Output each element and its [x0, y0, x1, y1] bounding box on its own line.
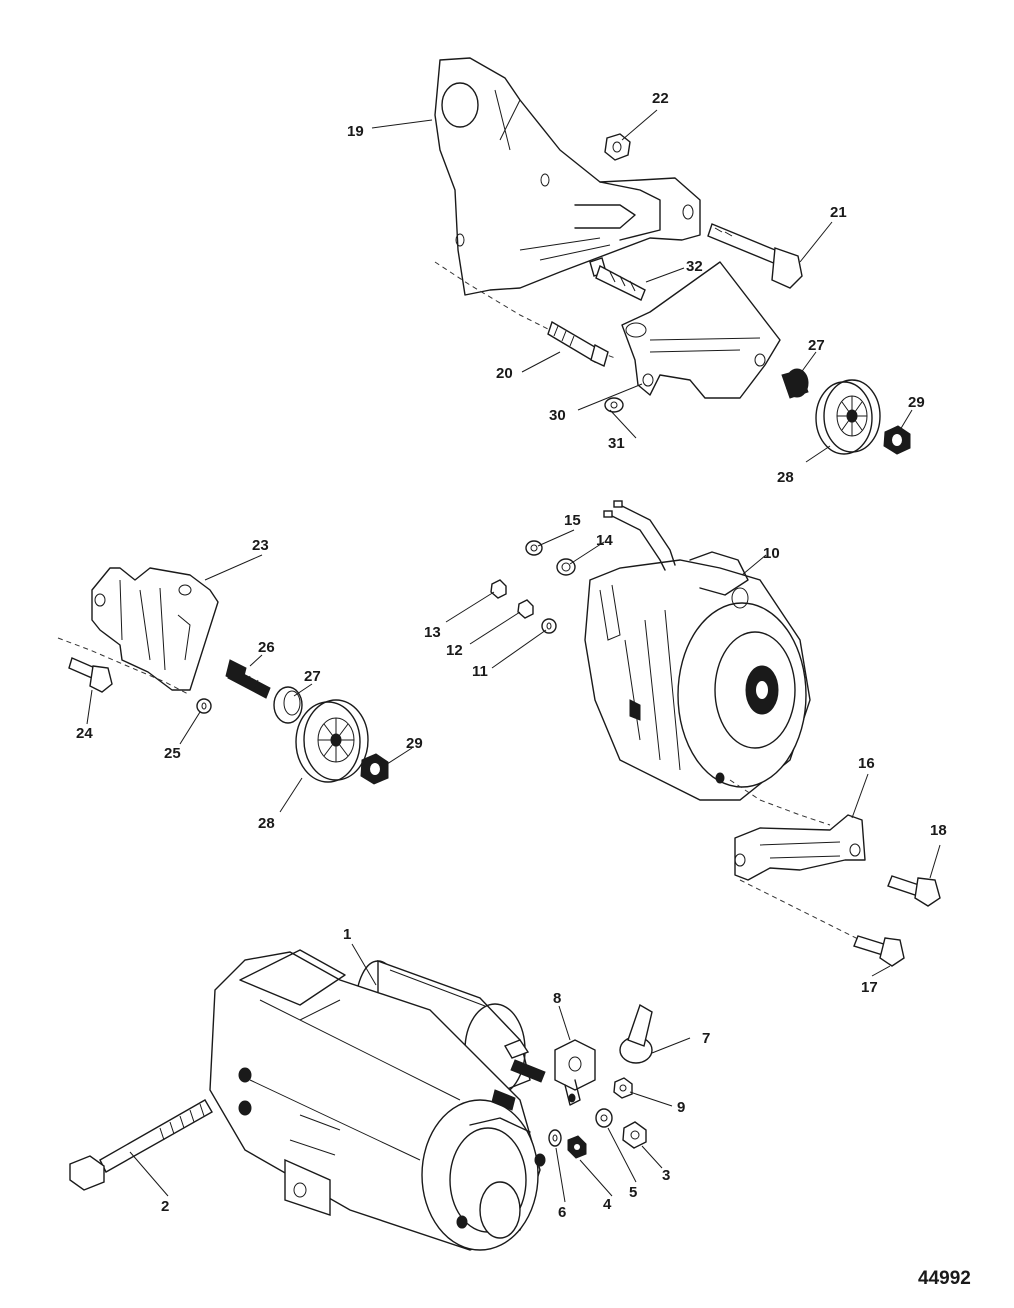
callout-29-lower: 29: [406, 735, 423, 752]
nut-4: [567, 1135, 587, 1159]
callout-10: 10: [763, 545, 780, 562]
bolt-17: [853, 935, 905, 967]
callout-25: 25: [164, 745, 181, 762]
terminal-block-8: [554, 1039, 596, 1106]
callout-9: 9: [677, 1099, 686, 1116]
spacer-27-upper: [781, 368, 809, 399]
callout-17: 17: [861, 979, 878, 996]
idler-pulley-28-lower: [295, 699, 369, 783]
callout-5: 5: [629, 1184, 638, 1201]
callout-11: 11: [472, 663, 488, 680]
alternator-brace-16: [734, 814, 866, 881]
nut-9: [613, 1077, 633, 1099]
stud-26: [225, 659, 271, 699]
nut-29-lower: [360, 753, 389, 785]
callout-29-upper: 29: [908, 394, 925, 411]
terminal-boot-7: [619, 1003, 691, 1064]
washer-31: [604, 397, 624, 413]
nut-29-upper: [883, 425, 911, 455]
callout-28-upper: 28: [777, 469, 794, 486]
callout-12: 12: [446, 642, 463, 659]
callout-16: 16: [858, 755, 875, 772]
callout-27-lower: 27: [304, 668, 321, 685]
assembly-line: [434, 261, 616, 359]
reference-number: 44992: [918, 1268, 971, 1289]
assembly-line: [739, 879, 861, 941]
idler-bracket-23: [91, 567, 219, 691]
callout-28-lower: 28: [258, 815, 275, 832]
bolt-18: [887, 875, 941, 907]
callout-27-upper: 27: [808, 337, 825, 354]
nut-12: [517, 599, 534, 619]
callout-22: 22: [652, 90, 669, 107]
callout-2: 2: [161, 1198, 170, 1215]
washer-6: [548, 1129, 562, 1147]
idler-pulley-28-upper: [815, 379, 881, 455]
nut-22: [604, 133, 631, 161]
callout-30: 30: [549, 407, 566, 424]
callout-18: 18: [930, 822, 947, 839]
callout-8: 8: [553, 990, 562, 1007]
callout-1: 1: [343, 926, 352, 943]
callout-13: 13: [424, 624, 441, 641]
through-bolt-2: [69, 1099, 213, 1191]
starter-motor: [209, 949, 546, 1251]
washer-5: [595, 1108, 613, 1128]
alternator-mounting-bracket: [434, 57, 701, 296]
idler-bracket-30: [621, 261, 781, 399]
callout-23: 23: [252, 537, 269, 554]
assembly-line: [729, 779, 831, 826]
alternator: [584, 500, 811, 801]
callout-15: 15: [564, 512, 581, 529]
callout-26: 26: [258, 639, 275, 656]
callout-32: 32: [686, 258, 703, 275]
washer-11: [541, 618, 557, 634]
washer-14: [556, 558, 576, 576]
nut-13: [490, 579, 507, 599]
assembly-line: [57, 637, 191, 696]
callout-20: 20: [496, 365, 513, 382]
bolt-21: [707, 223, 803, 289]
callout-31: 31: [608, 435, 625, 452]
callout-6: 6: [558, 1204, 567, 1221]
callout-19: 19: [347, 123, 364, 140]
nut-3: [622, 1121, 647, 1149]
stud-32: [589, 257, 646, 301]
callout-24: 24: [76, 725, 93, 742]
callout-4: 4: [603, 1196, 612, 1213]
callout-21: 21: [830, 204, 847, 221]
washer-15: [525, 540, 543, 556]
bolt-24: [68, 657, 113, 693]
callout-3: 3: [662, 1167, 671, 1184]
washer-25: [196, 698, 212, 714]
leader-lines: [86, 109, 941, 1203]
callout-14: 14: [596, 532, 613, 549]
callout-7: 7: [702, 1030, 711, 1047]
stud-20: [547, 320, 609, 367]
spacer-27-lower: [273, 686, 303, 724]
